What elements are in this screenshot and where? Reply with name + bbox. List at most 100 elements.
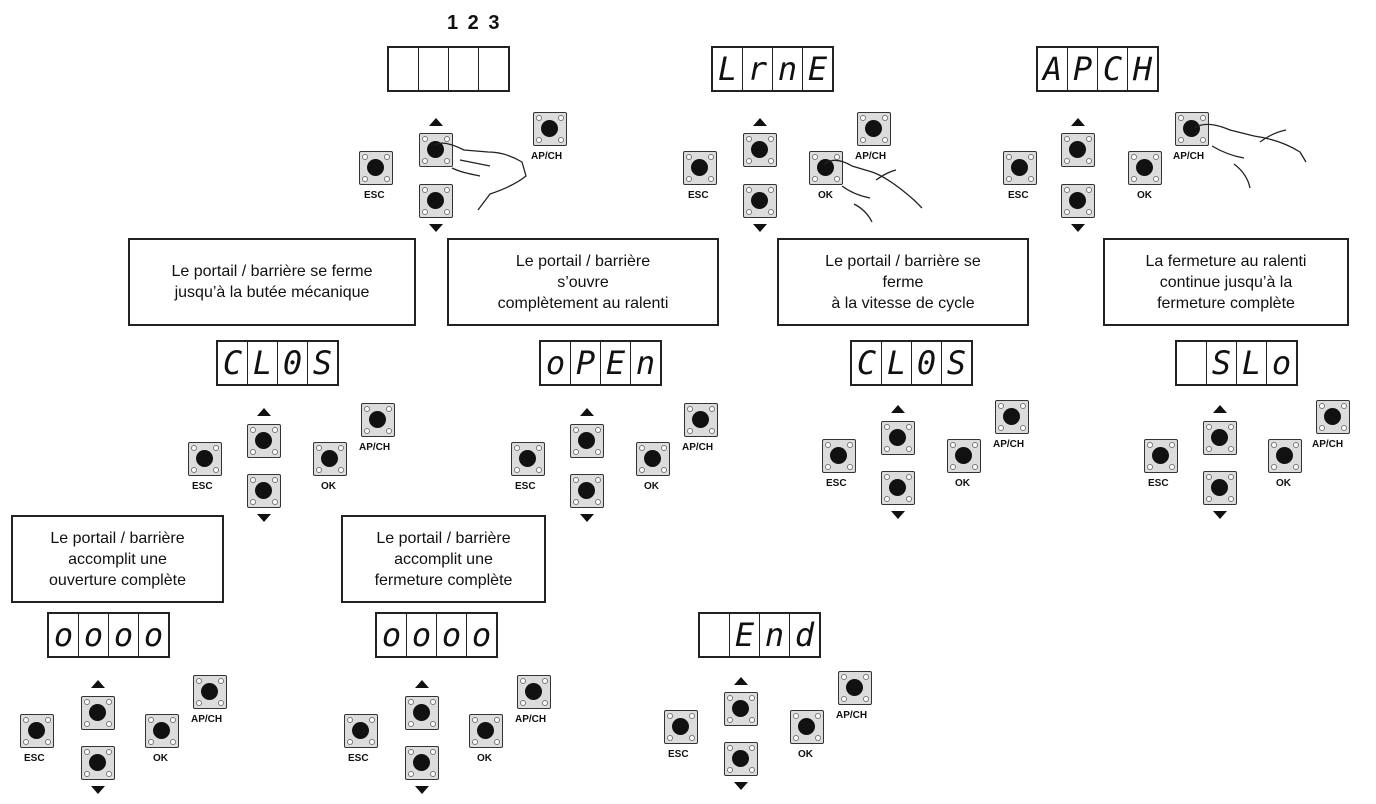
up-arrow-icon [891,405,905,413]
down-arrow-icon [734,782,748,790]
apch-button[interactable] [995,400,1029,434]
apch-button[interactable] [533,112,567,146]
apch-label: AP/CH [1312,439,1344,450]
apch-button[interactable] [193,675,227,709]
ok-button[interactable] [790,710,824,744]
up-button[interactable] [81,696,115,730]
down-button[interactable] [1203,471,1237,505]
display-digit: L [882,342,912,384]
apch-label: AP/CH [359,442,391,453]
up-button[interactable] [247,424,281,458]
apch-button[interactable] [517,675,551,709]
down-button[interactable] [570,474,604,508]
ok-label: OK [153,753,168,764]
down-button[interactable] [247,474,281,508]
apch-button[interactable] [857,112,891,146]
ok-button[interactable] [636,442,670,476]
ok-button[interactable] [1268,439,1302,473]
esc-button[interactable] [20,714,54,748]
display-open: o P E n [539,340,662,386]
ok-button[interactable] [145,714,179,748]
message-line: accomplit une [68,550,167,568]
ok-label: OK [321,481,336,492]
display-clos-2: C L 0 S [850,340,973,386]
display-digit: E [730,614,760,656]
display-apch: A P C H [1036,46,1159,92]
down-arrow-icon [415,786,429,794]
down-button[interactable] [405,746,439,780]
message-full-close: Le portail / barrière accomplit une ferm… [341,515,546,603]
ok-label: OK [818,190,833,201]
up-arrow-icon [257,408,271,416]
display-digit: r [743,48,773,90]
display-digit: C [1098,48,1128,90]
ok-button[interactable] [313,442,347,476]
ok-label: OK [644,481,659,492]
up-button[interactable] [405,696,439,730]
down-arrow-icon [753,224,767,232]
down-arrow-icon [257,514,271,522]
display-digit: d [794,616,815,654]
display-digit: A [1038,48,1068,90]
esc-label: ESC [668,749,689,760]
apch-button[interactable] [1316,400,1350,434]
apch-button[interactable] [684,403,718,437]
display-digit: S [312,344,333,382]
esc-button[interactable] [664,710,698,744]
esc-button[interactable] [1144,439,1178,473]
display-clos-1: C L 0 S [216,340,339,386]
esc-button[interactable] [188,442,222,476]
up-button[interactable] [881,421,915,455]
ok-label: OK [955,478,970,489]
message-line: complètement au ralenti [497,294,669,312]
esc-button[interactable] [1003,151,1037,185]
display-digit: o [1271,344,1292,382]
message-line: ouverture complète [49,571,186,589]
ok-button[interactable] [809,151,843,185]
esc-button[interactable] [683,151,717,185]
display-digit: L [713,48,743,90]
esc-label: ESC [348,753,369,764]
down-arrow-icon [1213,511,1227,519]
down-button[interactable] [81,746,115,780]
esc-button[interactable] [511,442,545,476]
apch-label: AP/CH [993,439,1025,450]
down-button[interactable] [1061,184,1095,218]
up-button[interactable] [1203,421,1237,455]
apch-button[interactable] [1175,112,1209,146]
up-button[interactable] [724,692,758,726]
apch-button[interactable] [361,403,395,437]
message-line: La fermeture au ralenti [1145,252,1307,270]
down-arrow-icon [91,786,105,794]
apch-button[interactable] [838,671,872,705]
down-button[interactable] [743,184,777,218]
ok-button[interactable] [1128,151,1162,185]
up-arrow-icon [753,118,767,126]
up-button[interactable] [570,424,604,458]
down-button[interactable] [419,184,453,218]
message-line: Le portail / barrière se [825,252,981,270]
display-digit: 0 [912,342,942,384]
esc-button[interactable] [359,151,393,185]
esc-button[interactable] [822,439,856,473]
display-digit: o [377,614,407,656]
esc-button[interactable] [344,714,378,748]
ok-button[interactable] [469,714,503,748]
down-button[interactable] [881,471,915,505]
up-button[interactable] [1061,133,1095,167]
up-button[interactable] [743,133,777,167]
apch-label: AP/CH [682,442,714,453]
ok-label: OK [798,749,813,760]
display-digit: 0 [278,342,308,384]
up-arrow-icon [1071,118,1085,126]
display-digit [389,48,419,90]
up-button[interactable] [419,133,453,167]
down-button[interactable] [724,742,758,776]
message-line: continue jusqu’à la [1159,273,1293,291]
display-digit: n [760,614,790,656]
message-close-to-stop: Le portail / barrière se ferme jusqu’à l… [128,238,416,326]
ok-button[interactable] [947,439,981,473]
display-slo: S L o [1175,340,1298,386]
display-digit: n [635,344,656,382]
display-digit: o [541,342,571,384]
